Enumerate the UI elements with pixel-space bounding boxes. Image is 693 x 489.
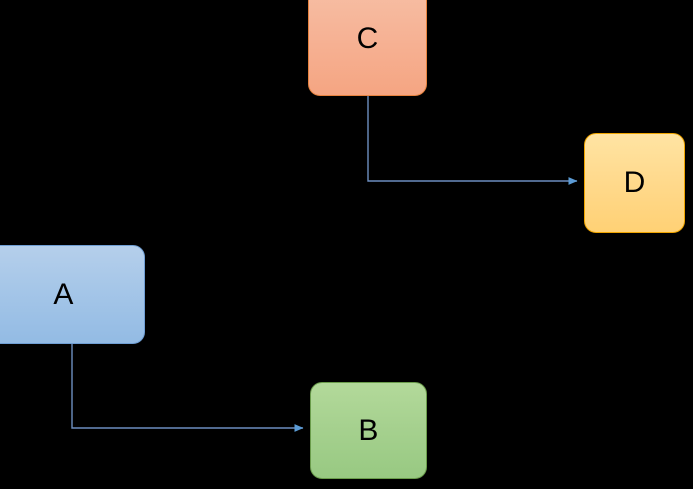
- node-c[interactable]: C: [308, 0, 427, 96]
- node-c-label: C: [356, 21, 379, 55]
- node-a[interactable]: A: [0, 245, 145, 344]
- node-d-label: D: [623, 166, 646, 199]
- node-b[interactable]: B: [310, 382, 427, 479]
- node-a-label: A: [53, 277, 74, 311]
- edge-a-to-b[interactable]: [71, 344, 304, 432]
- edge-c-to-d[interactable]: [367, 96, 578, 185]
- node-d[interactable]: D: [584, 133, 685, 233]
- node-b-label: B: [358, 413, 379, 447]
